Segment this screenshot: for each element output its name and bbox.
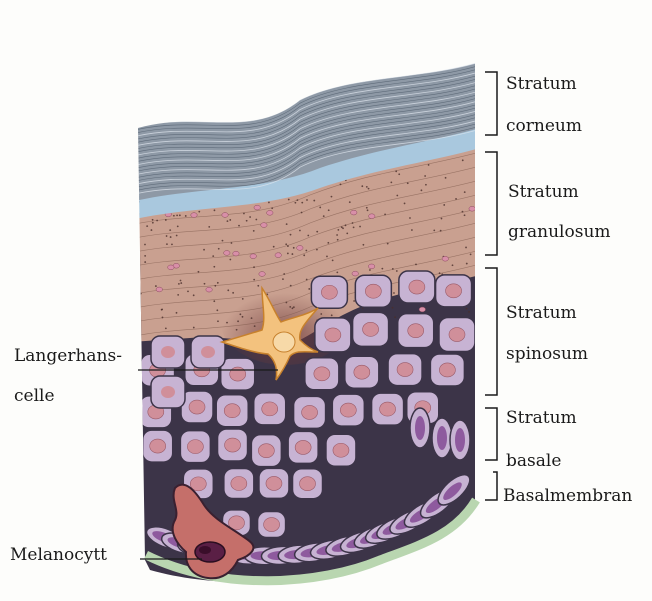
label-basale-1: Stratum — [506, 410, 577, 427]
label-spinosum-1: Stratum — [506, 305, 577, 322]
bracket-spinosum — [485, 268, 497, 395]
label-basale-2: basale — [506, 453, 561, 470]
label-melanocytt: Melanocytt — [10, 547, 107, 564]
label-corneum-1: Stratum — [506, 76, 577, 93]
bracket-membrane — [485, 472, 497, 500]
bracket-granulosum — [485, 152, 497, 255]
label-langerhans-2: celle — [14, 388, 55, 405]
label-granulosum-1: Stratum — [508, 184, 579, 201]
label-corneum-2: corneum — [506, 118, 582, 135]
label-langerhans-1: Langerhans- — [14, 348, 122, 365]
label-basalmembran: Basalmembran — [503, 488, 632, 505]
bracket-corneum — [485, 72, 497, 135]
bracket-basale — [485, 408, 497, 460]
label-spinosum-2: spinosum — [506, 346, 588, 363]
label-granulosum-2: granulosum — [508, 224, 611, 241]
